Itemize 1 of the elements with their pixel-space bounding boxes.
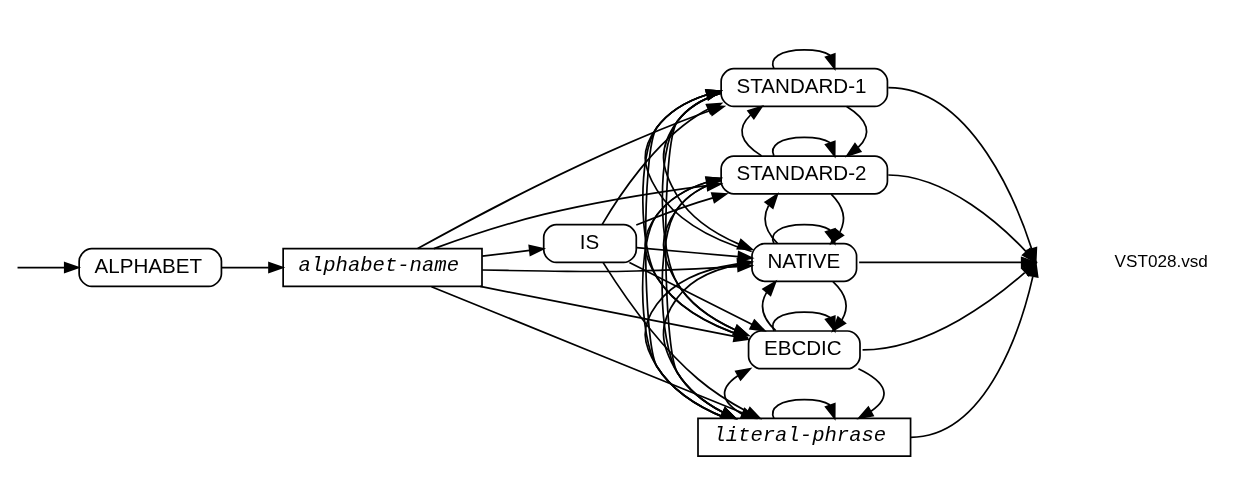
label: VST028.vsd xyxy=(1114,250,1208,271)
